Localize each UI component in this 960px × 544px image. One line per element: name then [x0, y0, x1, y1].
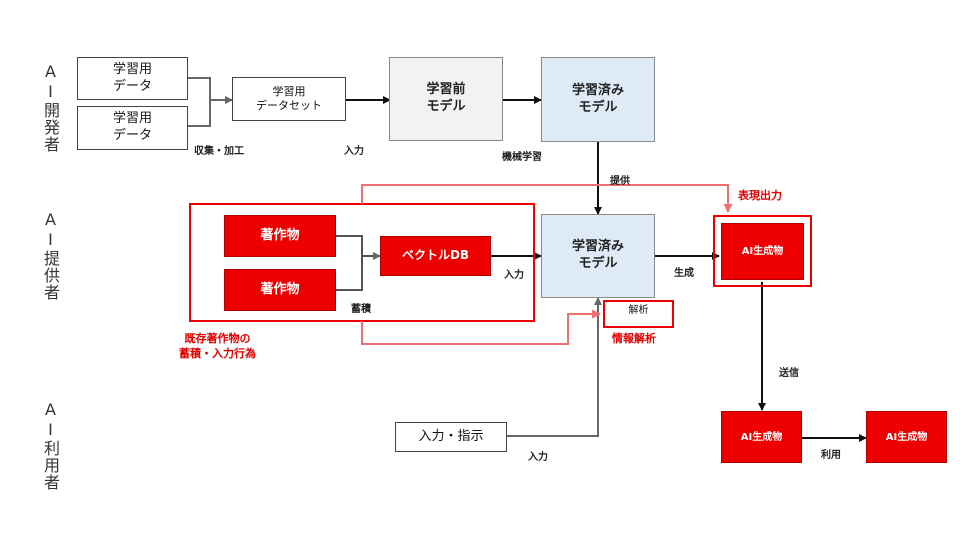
ai-output-user-box-2: AI生成物 [866, 411, 947, 463]
trained-model-dev-box: 学習済み モデル [541, 57, 655, 142]
training-data-box-2: 学習用 データ [77, 106, 188, 150]
label-provide: 提供 [610, 176, 630, 187]
input-instruction-box: 入力・指示 [395, 422, 507, 452]
training-dataset-box: 学習用 データセット [232, 77, 346, 121]
role-ai-developer: AI開発者 [41, 62, 60, 153]
role-ai-provider: AI提供者 [41, 210, 60, 301]
label-accumulate: 蓄積 [351, 304, 371, 315]
expression-output-connector [361, 184, 733, 213]
ai-output-provider-box: AI生成物 [721, 223, 804, 280]
merge-connector [188, 77, 233, 127]
label-generate: 生成 [674, 268, 694, 279]
expression-output-highlight [713, 215, 812, 287]
copyrighted-work-box-1: 著作物 [224, 215, 336, 257]
label-input-1: 入力 [344, 146, 364, 157]
arrow-input-instruction [507, 297, 602, 437]
label-input-3: 入力 [528, 452, 548, 463]
analysis-box: 解析 [603, 300, 674, 328]
training-data-box-1: 学習用 データ [77, 57, 188, 100]
label-use: 利用 [821, 450, 841, 461]
label-machine-learning: 機械学習 [502, 152, 542, 163]
role-ai-user: AI利用者 [41, 400, 60, 491]
copyrighted-work-box-2: 著作物 [224, 269, 336, 311]
ai-output-user-box-1: AI生成物 [721, 411, 802, 463]
label-collect-process: 収集・加工 [194, 146, 244, 157]
label-input-2: 入力 [504, 270, 524, 281]
trained-model-prov-box: 学習済み モデル [541, 214, 655, 298]
label-info-analysis: 情報解析 [612, 332, 656, 345]
vector-db-box: ベクトルDB [380, 236, 491, 276]
works-merge-connector [336, 235, 381, 291]
untrained-model-box: 学習前 モデル [389, 57, 503, 141]
info-analysis-connector [361, 309, 601, 345]
label-existing-works-act: 既存著作物の 蓄積・入力行為 [179, 332, 256, 360]
label-expression-output: 表現出力 [738, 189, 782, 202]
label-send: 送信 [779, 368, 799, 379]
